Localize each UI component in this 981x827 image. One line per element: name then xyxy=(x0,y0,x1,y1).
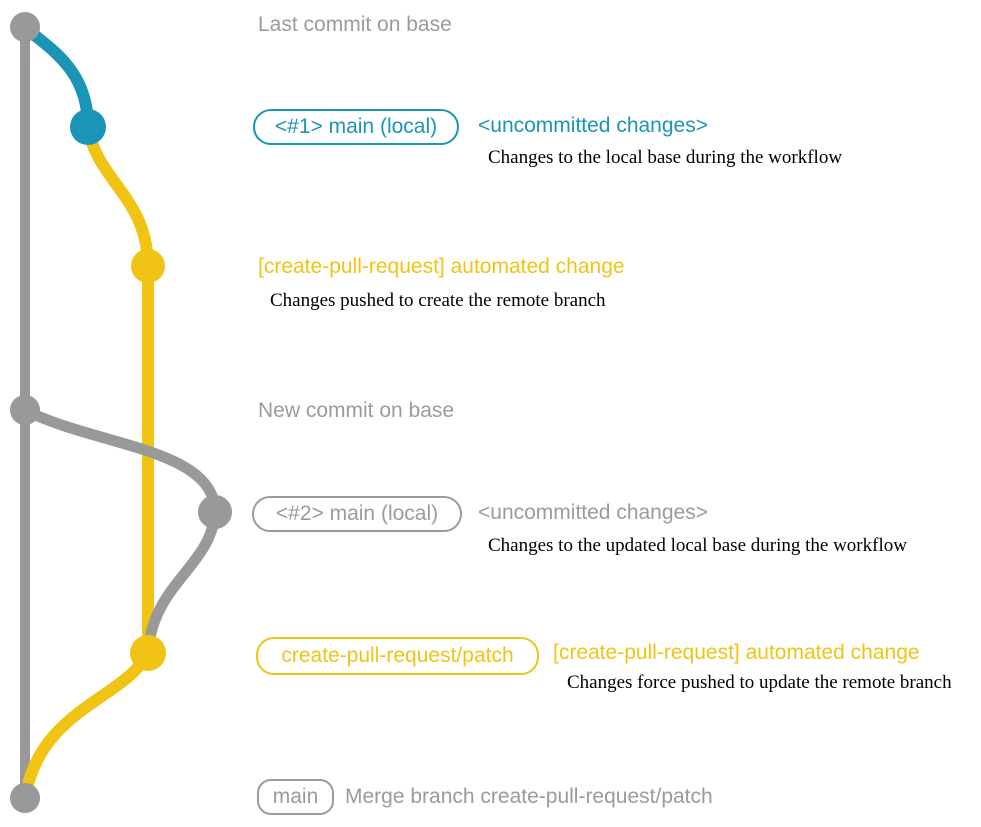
commit-dot-patch-1 xyxy=(131,249,165,283)
status-uncommitted-changes-1: <uncommitted changes> xyxy=(478,114,708,137)
rebased-main-to-patch-curve xyxy=(142,506,221,659)
branch-pill-main: main xyxy=(257,779,334,815)
branch-pill-main-local-2: <#2> main (local) xyxy=(252,496,462,532)
commit-message-merge-branch: Merge branch create-pull-request/patch xyxy=(345,785,713,808)
commit-dot-new-commit-on-base xyxy=(10,395,40,425)
desc-local-base-changes: Changes to the local base during the wor… xyxy=(488,147,843,168)
commit-dot-local-main-2 xyxy=(198,495,232,529)
commit-dot-patch-2 xyxy=(130,635,166,671)
rebased-main-curve xyxy=(19,404,221,518)
commit-dot-last-commit-on-base xyxy=(10,12,40,42)
branch-pill-main-local-1: <#1> main (local) xyxy=(253,109,459,145)
branch-pill-create-pull-request-patch: create-pull-request/patch xyxy=(256,637,539,675)
desc-changes-pushed-create: Changes pushed to create the remote bran… xyxy=(270,290,606,311)
commit-title-automated-change-1: [create-pull-request] automated change xyxy=(258,255,625,278)
patch-branch-curve-top xyxy=(82,121,154,272)
commit-dot-local-main-1 xyxy=(70,109,106,145)
commit-title-automated-change-2: [create-pull-request] automated change xyxy=(553,641,920,664)
commit-dot-merge xyxy=(10,783,40,813)
status-uncommitted-changes-2: <uncommitted changes> xyxy=(478,501,708,524)
patch-branch-merge-curve xyxy=(19,647,154,804)
heading-new-commit-on-base: New commit on base xyxy=(258,399,455,422)
desc-updated-local-base-changes: Changes to the updated local base during… xyxy=(488,535,907,556)
heading-last-commit-on-base: Last commit on base xyxy=(258,13,452,36)
desc-changes-force-pushed: Changes force pushed to update the remot… xyxy=(567,672,952,693)
